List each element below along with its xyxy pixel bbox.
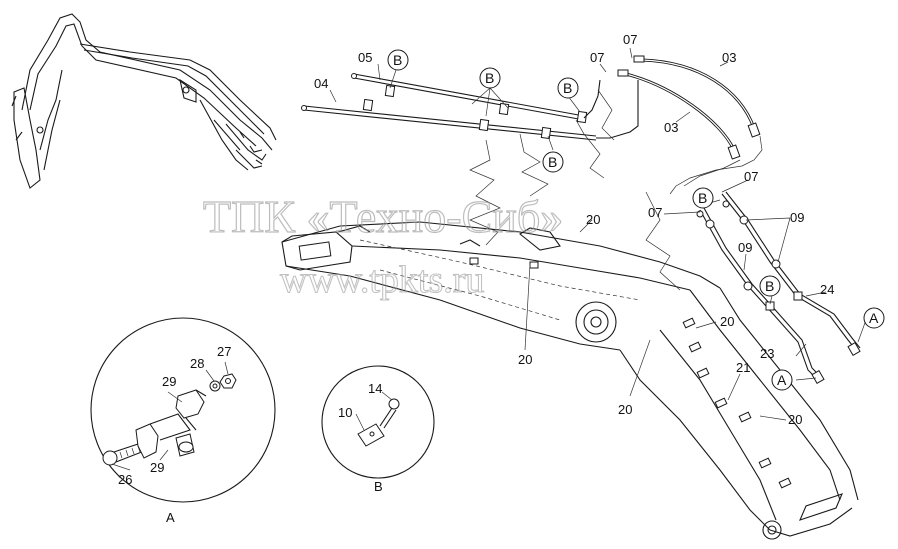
excavator-thumbnail [11,13,277,189]
callout-04: 04 [314,76,328,91]
bubble-b [759,275,781,297]
detail-a [90,317,276,503]
detail-b-label-10: 10 [338,405,352,420]
detail-a-label-29: 29 [150,460,164,475]
bubble-b [692,187,714,209]
callout-05: 05 [358,50,372,65]
bubble-b-label: B [563,80,572,96]
detail-b [321,365,435,479]
callout-07: 07 [648,205,662,220]
detail-a-label-27: 27 [217,344,231,359]
bubble-b [479,67,501,89]
detail-a-label-29: 29 [162,374,176,389]
main-boom [281,191,859,540]
callout-23: 23 [760,346,774,361]
callout-03: 03 [722,50,736,65]
callout-07: 07 [744,169,758,184]
callout-07: 07 [623,32,637,47]
callout-leaders [329,47,867,421]
detail-b-caption: B [374,479,383,494]
detail-a-caption: A [166,510,175,525]
detail-a-label-28: 28 [190,356,204,371]
bubble-a [771,369,793,391]
bubble-a-label: A [777,372,787,388]
bubble-b-label: B [485,70,494,86]
reference-bubbles: B B B B B B A A [387,49,885,391]
detail-b-labels: 10 14 B [338,381,383,494]
bubble-b-label: B [548,154,557,170]
detail-a-label-26: 26 [118,472,132,487]
bubble-a-label: A [869,310,879,326]
bubble-b [542,151,564,173]
callout-20: 20 [518,352,532,367]
bubble-b-label: B [765,278,774,294]
detail-a-labels: 26 27 28 29 29 A [118,344,231,525]
watermark: ТПК «Техно-Сиб» www.tpkts.ru [202,190,563,301]
callout-labels: 03 03 04 05 07 07 07 07 09 09 20 20 20 2… [314,32,834,427]
detail-b-label-14: 14 [368,381,382,396]
bubble-a [863,307,885,329]
bubble-b [387,49,409,71]
bubble-b-label: B [698,190,707,206]
callout-20: 20 [618,402,632,417]
callout-21: 21 [736,360,750,375]
callout-20: 20 [586,212,600,227]
callout-24: 24 [820,282,834,297]
bubble-b-label: B [393,52,402,68]
watermark-line-2: www.tpkts.ru [280,259,484,301]
callout-03: 03 [664,120,678,135]
callout-09: 09 [738,240,752,255]
watermark-line-1: ТПК «Техно-Сиб» [203,191,563,242]
callout-20: 20 [720,314,734,329]
callout-09: 09 [790,210,804,225]
callout-20: 20 [788,412,802,427]
bubble-b [557,77,579,99]
hose-03-assembly [617,55,763,195]
callout-07: 07 [590,50,604,65]
